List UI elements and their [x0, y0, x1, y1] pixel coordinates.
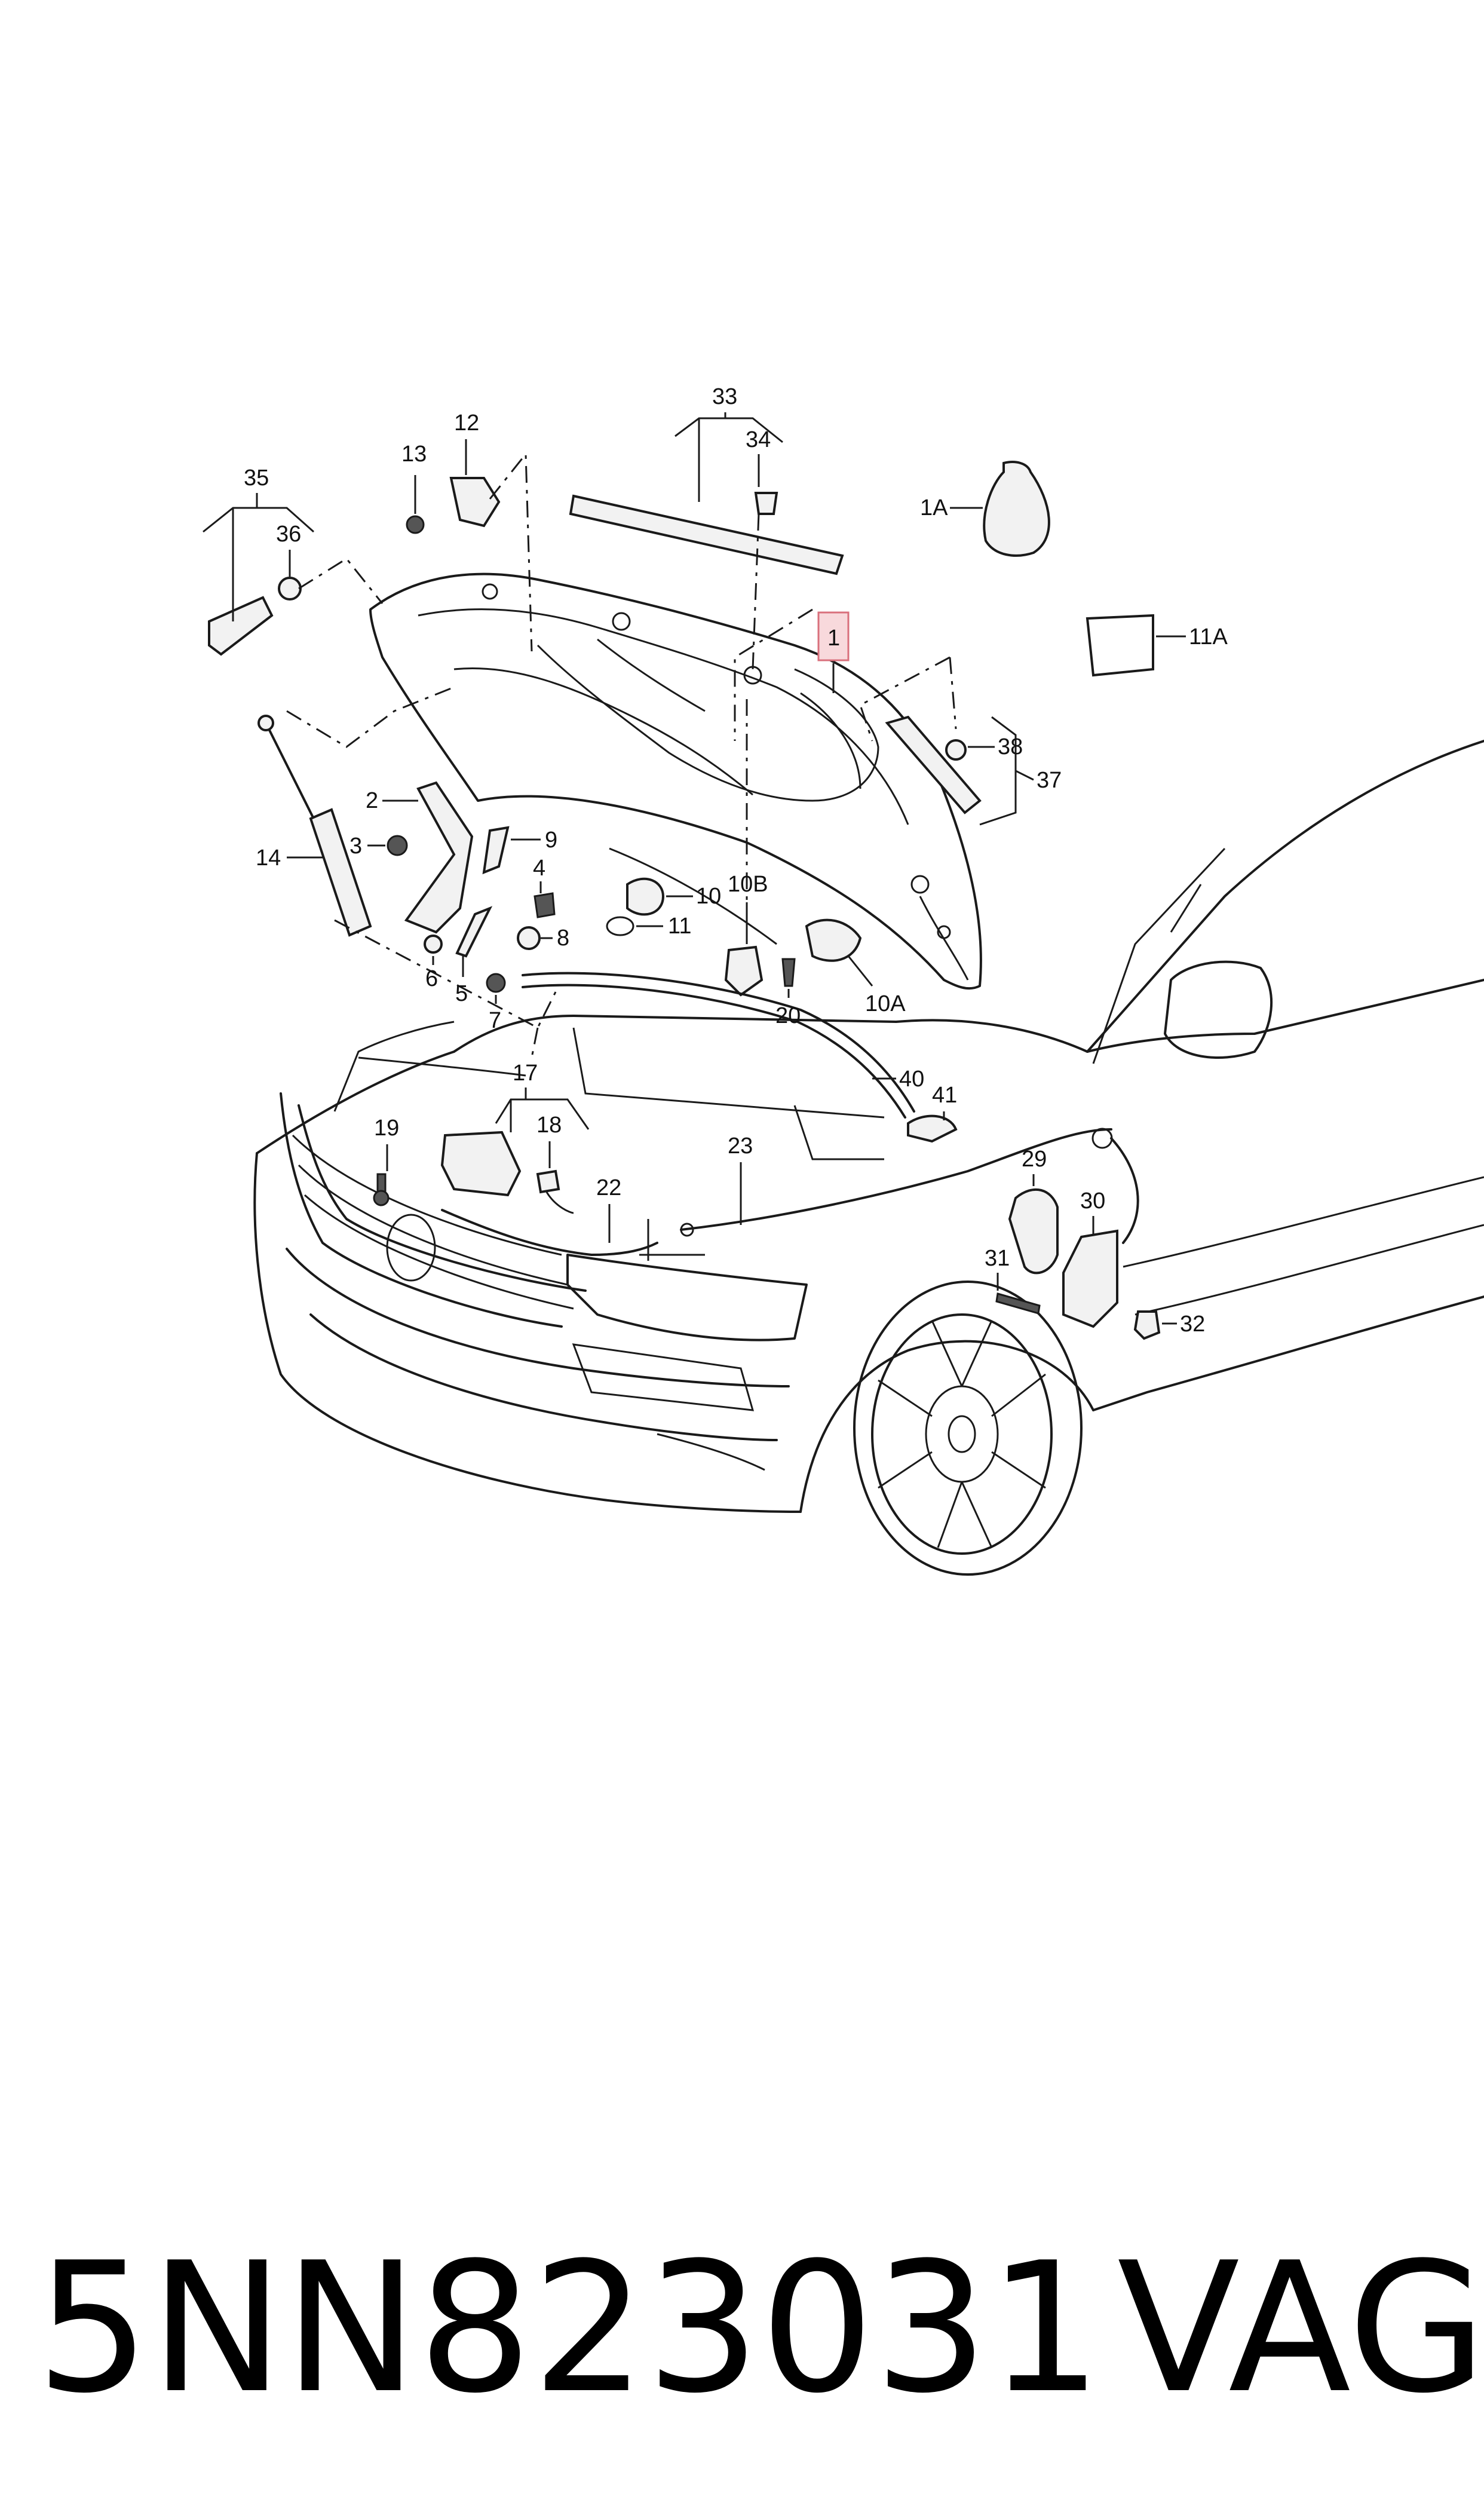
nut-7	[486, 973, 506, 993]
grommet-11	[606, 916, 634, 936]
label-37: 37	[1037, 768, 1062, 793]
callout-labels: 1 1A 2 3 4 5 6 7 8 9 10 10A 10B 11 11A 1…	[244, 384, 1228, 1337]
seal-strip-33	[569, 494, 844, 575]
cable-22	[441, 1209, 658, 1256]
nut-3	[387, 835, 408, 856]
hinge-2	[404, 781, 474, 934]
handle-29	[1008, 1188, 1059, 1275]
highlight-box	[817, 611, 850, 661]
label-6: 6	[425, 966, 438, 991]
label-32: 32	[1180, 1312, 1205, 1337]
label-30: 30	[1080, 1188, 1105, 1214]
bolt-5	[455, 906, 493, 958]
screw-31	[995, 1292, 1041, 1315]
assembly-lines	[286, 451, 957, 1058]
part-number: 5NN823031	[36, 2224, 1102, 2433]
label-19: 19	[374, 1116, 399, 1141]
cover-35	[208, 596, 274, 656]
label-14: 14	[256, 846, 281, 871]
label-38: 38	[998, 734, 1023, 759]
label-13: 13	[401, 442, 427, 467]
label-41: 41	[932, 1083, 957, 1108]
label-18: 18	[536, 1113, 562, 1138]
bumper-9	[482, 826, 510, 875]
label-22: 22	[596, 1175, 621, 1200]
nut-8	[517, 926, 541, 950]
label-11A: 11A	[1189, 624, 1228, 650]
buffer-10	[626, 877, 665, 916]
label-11: 11	[668, 914, 691, 939]
label-40: 40	[899, 1067, 924, 1092]
bolt-4	[533, 892, 556, 918]
label-7: 7	[489, 1008, 501, 1033]
clip-36	[278, 577, 302, 601]
label-3: 3	[349, 834, 362, 859]
bracket-10B	[724, 945, 764, 997]
leader-lines	[203, 412, 1186, 1325]
label-17: 17	[513, 1061, 538, 1086]
clip-38	[945, 739, 967, 761]
label-20: 20	[775, 1003, 801, 1028]
label-34: 34	[746, 427, 771, 452]
brand-name: VAG	[1117, 2224, 1484, 2433]
label-10A: 10A	[865, 991, 906, 1016]
end-piece-41	[907, 1114, 958, 1143]
label-36: 36	[276, 522, 301, 547]
label-35: 35	[244, 465, 269, 491]
cable-23	[680, 1128, 1112, 1231]
screw-20	[781, 958, 796, 987]
seal-40	[522, 972, 915, 1113]
washer-6	[424, 935, 443, 954]
gas-strut-14	[257, 715, 372, 937]
seal-37	[885, 715, 982, 814]
nut-13	[406, 515, 425, 534]
label-33: 33	[712, 384, 737, 409]
label-31: 31	[985, 1246, 1010, 1271]
label-11A	[1086, 614, 1154, 677]
label-12: 12	[454, 411, 479, 436]
holder-10A	[805, 918, 862, 962]
label-2: 2	[366, 788, 378, 813]
label-5: 5	[455, 981, 468, 1006]
lock-17	[440, 1131, 522, 1197]
switch-18	[536, 1169, 560, 1194]
clip-34	[754, 492, 778, 515]
label-29: 29	[1022, 1147, 1047, 1172]
touch-up-bag-1A	[983, 461, 1050, 557]
label-10: 10	[696, 884, 721, 909]
label-1A: 1A	[920, 495, 948, 520]
clip-32	[1133, 1310, 1161, 1340]
car-front-outline	[253, 740, 1484, 1576]
label-9: 9	[545, 828, 557, 853]
label-8: 8	[557, 926, 569, 951]
bracket-12	[449, 477, 501, 528]
label-1: 1	[827, 626, 840, 651]
label-4: 4	[533, 856, 545, 881]
lever-30	[1062, 1229, 1118, 1328]
label-10B: 10B	[728, 872, 768, 897]
label-23: 23	[728, 1134, 753, 1159]
